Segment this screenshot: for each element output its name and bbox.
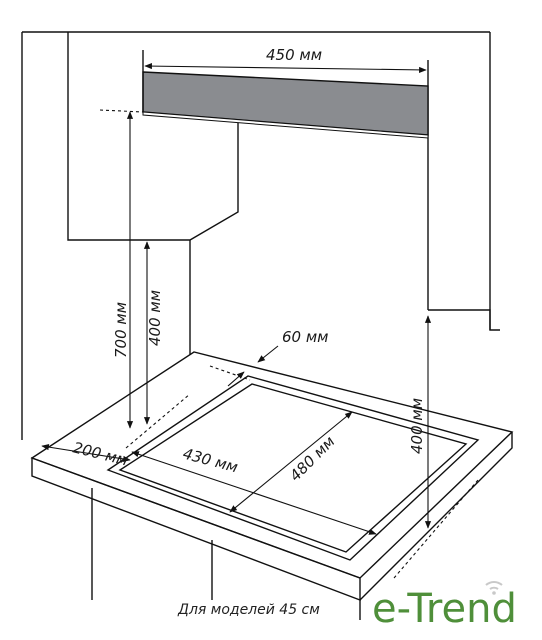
dim-label-200: 200 мм bbox=[71, 438, 130, 469]
cooker-hood bbox=[142, 71, 429, 139]
dim-label-400-cabinet: 400 мм bbox=[146, 290, 164, 346]
dim-label-400-right: 400 мм bbox=[408, 398, 426, 454]
dim-label-700: 700 мм bbox=[112, 302, 130, 358]
hood-underside bbox=[142, 111, 429, 139]
dimension-430: 430 мм bbox=[131, 444, 377, 535]
base-cabinet-sides bbox=[91, 488, 361, 620]
left-upper-cabinet bbox=[67, 32, 239, 355]
dimension-450: 450 мм bbox=[142, 46, 427, 112]
dimension-60: 60 мм bbox=[227, 328, 329, 387]
dim-label-450: 450 мм bbox=[266, 46, 322, 64]
wifi-signal-icon bbox=[485, 581, 503, 595]
wall-outline bbox=[21, 31, 491, 440]
dim-label-480: 480 мм bbox=[286, 432, 338, 484]
dimension-400-cabinet: 400 мм bbox=[143, 241, 164, 425]
guide-lines bbox=[99, 109, 479, 579]
caption: Для моделей 45 см bbox=[177, 602, 320, 618]
right-upper-cabinet bbox=[427, 60, 500, 331]
dim-label-60: 60 мм bbox=[282, 328, 329, 346]
dimension-480: 480 мм bbox=[229, 411, 353, 513]
dimension-700: 700 мм bbox=[112, 111, 134, 429]
dimension-400-right: 400 мм bbox=[408, 315, 432, 529]
